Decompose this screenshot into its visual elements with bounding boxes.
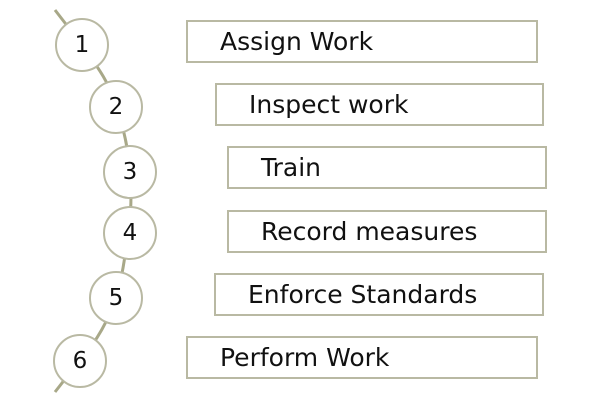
step-number-5: 5: [108, 285, 124, 311]
step-label-1: Assign Work: [220, 27, 374, 56]
step-number-3: 3: [122, 159, 138, 185]
step-box-record-measures: Record measures: [227, 210, 547, 253]
step-number-circle-1: 1: [55, 18, 109, 72]
step-label-6: Perform Work: [220, 343, 390, 372]
step-label-3: Train: [261, 153, 321, 182]
step-number-circle-3: 3: [103, 145, 157, 199]
step-box-inspect-work: Inspect work: [215, 83, 544, 126]
step-number-2: 2: [108, 94, 124, 120]
step-box-enforce-standards: Enforce Standards: [214, 273, 544, 316]
step-number-6: 6: [72, 348, 88, 374]
step-label-4: Record measures: [261, 217, 478, 246]
step-box-perform-work: Perform Work: [186, 336, 538, 379]
step-box-train: Train: [227, 146, 547, 189]
step-number-circle-6: 6: [53, 334, 107, 388]
step-number-4: 4: [122, 220, 138, 246]
step-number-circle-2: 2: [89, 80, 143, 134]
step-box-assign-work: Assign Work: [186, 20, 538, 63]
step-number-circle-5: 5: [89, 271, 143, 325]
step-label-2: Inspect work: [249, 90, 409, 119]
step-label-5: Enforce Standards: [248, 280, 478, 309]
step-number-circle-4: 4: [103, 206, 157, 260]
step-number-1: 1: [74, 32, 90, 58]
